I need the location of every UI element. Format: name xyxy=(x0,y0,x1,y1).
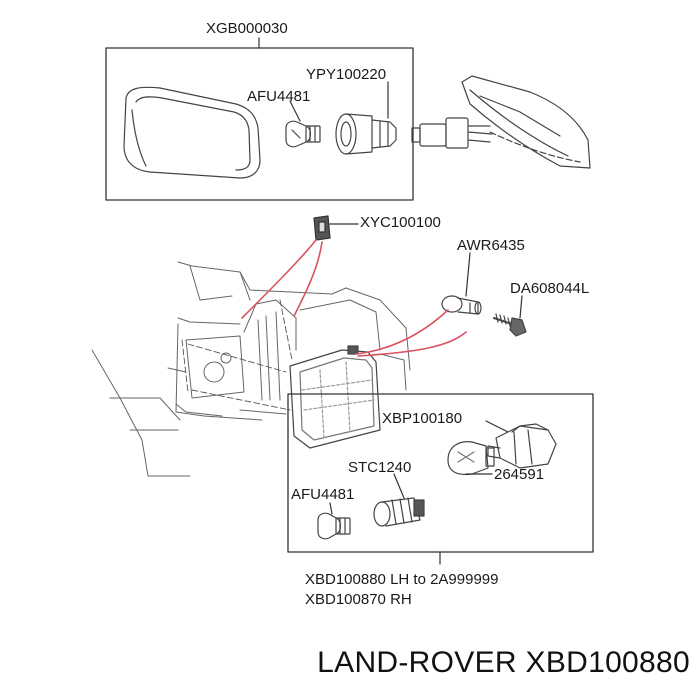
leader-afu4481-top xyxy=(289,100,301,122)
caption-line-2: XBD100870 RH xyxy=(305,591,412,608)
vehicle-rear-drawing xyxy=(91,261,411,477)
bulb-holder-xbp100180-drawing xyxy=(487,423,557,469)
red-leader-lines xyxy=(241,239,467,357)
leader-awr6435 xyxy=(465,252,471,297)
label-xbp100180: XBP100180 xyxy=(382,410,463,427)
bulb-afu4481-bottom-drawing xyxy=(317,512,351,540)
label-afu4481-bottom: AFU4481 xyxy=(291,486,355,503)
bulb-holder-stc1240-drawing xyxy=(373,497,425,527)
label-awr6435: AWR6435 xyxy=(457,237,525,254)
label-xgb000030: XGB000030 xyxy=(206,20,288,37)
label-ypy100220: YPY100220 xyxy=(306,66,387,83)
caption-line-1: XBD100880 LH to 2A999999 xyxy=(305,571,499,588)
rear-lamp-lens-drawing xyxy=(289,345,381,449)
label-stc1240: STC1240 xyxy=(348,459,412,476)
leader-xbp100180 xyxy=(485,420,509,433)
label-264591: 264591 xyxy=(494,466,545,483)
assembly-lines-drawing xyxy=(181,299,293,411)
bulb-264591-drawing xyxy=(447,441,495,476)
side-repeater-lens-drawing xyxy=(123,86,261,179)
leader-da608044l xyxy=(519,295,523,319)
leader-stc1240 xyxy=(393,473,405,499)
grommet-awr6435-drawing xyxy=(441,295,482,315)
screw-da608044l-drawing xyxy=(493,313,527,337)
bulb-afu4481-top-drawing xyxy=(285,120,321,148)
bulb-holder-ypy100220-drawing xyxy=(335,113,397,155)
label-xyc100100: XYC100100 xyxy=(360,214,441,231)
label-da608044l: DA608044L xyxy=(510,280,590,297)
brand-part-number: LAND-ROVER XBD100880 xyxy=(317,646,690,679)
fender-panel-drawing xyxy=(461,75,591,169)
wiring-connector-drawing xyxy=(411,117,493,149)
leader-afu4481-bottom xyxy=(329,502,333,515)
label-afu4481-top: AFU4481 xyxy=(247,88,311,105)
clip-xyc100100-drawing xyxy=(313,215,331,241)
